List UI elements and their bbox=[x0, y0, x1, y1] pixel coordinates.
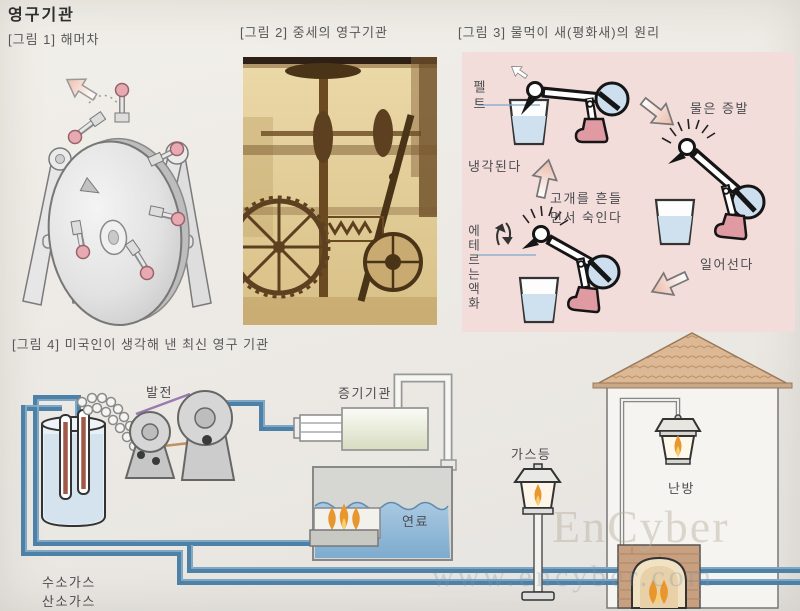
cooling-label: 냉각된다 bbox=[468, 159, 522, 174]
electrode-tubes bbox=[59, 409, 90, 500]
fig1-caption: [그림 1] 해머차 bbox=[8, 32, 100, 47]
hanging-lamp bbox=[654, 414, 702, 465]
gas-output-label: 수소가스 산소가스 bbox=[42, 575, 96, 609]
generator-label: 발전 bbox=[146, 385, 173, 400]
fig3-panel: 펠트 물은 증발 냉각된다 고개를 흔들 면서 숙인다 에테르는액화 일어선다 bbox=[462, 52, 795, 332]
head-tip-arrow-icon bbox=[507, 61, 531, 82]
fireplace bbox=[617, 544, 701, 609]
heat-rays-icon bbox=[522, 205, 569, 226]
water-glass-3 bbox=[518, 276, 560, 324]
water-glass-2 bbox=[654, 198, 696, 246]
heating-label: 난방 bbox=[668, 481, 695, 496]
steam-engine-label: 증기기관 bbox=[338, 386, 392, 401]
gas-pipes bbox=[21, 395, 800, 585]
felt-label: 펠트 bbox=[471, 80, 486, 114]
drinking-bird-1 bbox=[507, 61, 630, 144]
flywheel bbox=[243, 195, 331, 299]
fuel-label: 연료 bbox=[402, 514, 429, 529]
fig2-medieval-engraving bbox=[243, 57, 437, 325]
rotation-arrow-icon bbox=[65, 78, 120, 106]
fig1-hammer-wheel-illustration bbox=[22, 78, 212, 326]
fig4-caption: [그림 4] 미국인이 생각해 낸 최신 영구 기관 bbox=[12, 337, 270, 352]
gas-lamp-label: 가스등 bbox=[511, 447, 552, 462]
roof bbox=[594, 332, 791, 386]
evaporation-label: 물은 증발 bbox=[690, 101, 749, 116]
fig2-caption: [그림 2] 중세의 영구기관 bbox=[240, 25, 388, 40]
shake-arrows-icon bbox=[494, 222, 513, 246]
cycle-arrow-3-icon bbox=[646, 263, 693, 304]
electrolysis-beaker bbox=[41, 409, 106, 528]
drinking-bird-2 bbox=[661, 118, 766, 241]
fig4-machine-diagram bbox=[21, 332, 800, 609]
ether-label: 에테르는액화 bbox=[465, 224, 480, 311]
standup-label: 일어선다 bbox=[700, 257, 754, 272]
drinking-bird-3 bbox=[494, 205, 621, 314]
fig3-drinking-bird-diagram bbox=[478, 61, 766, 324]
generator bbox=[124, 390, 236, 481]
heat-rays-icon bbox=[661, 118, 716, 144]
fig3-caption: [그림 3] 물먹이 새(평화새)의 원리 bbox=[458, 25, 661, 40]
gas-street-lamp bbox=[513, 463, 562, 601]
hammer-pins bbox=[67, 82, 186, 281]
fuel-tank bbox=[309, 466, 453, 561]
steam-engine bbox=[293, 373, 457, 471]
cycle-arrow-1-icon bbox=[634, 90, 682, 135]
burner bbox=[309, 503, 379, 547]
shake-label: 고개를 흔들 면서 숙인다 bbox=[550, 191, 623, 225]
page-title: 영구기관 bbox=[8, 7, 75, 24]
